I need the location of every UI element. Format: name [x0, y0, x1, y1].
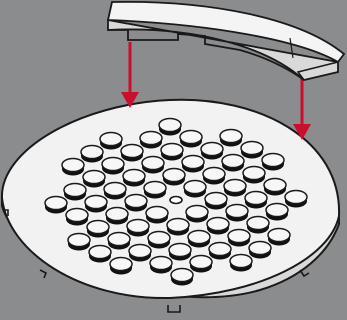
plate-stud	[171, 269, 193, 286]
plate-stud	[230, 255, 252, 272]
plate-stud	[285, 191, 307, 208]
plate-stud	[110, 258, 132, 275]
plate-stud	[64, 184, 86, 201]
plate-stud	[182, 156, 204, 173]
plate-stud	[226, 205, 248, 222]
plate-stud	[87, 221, 109, 238]
plate-stud	[106, 208, 128, 225]
plate-stud	[209, 243, 231, 260]
plate-stud	[241, 142, 263, 159]
plate-stud	[262, 154, 284, 171]
plate-stud	[207, 218, 229, 235]
plate-stud	[159, 119, 181, 136]
plate-stud	[249, 242, 271, 259]
plate-stud	[247, 217, 269, 234]
plate-stud	[150, 257, 172, 274]
plate-stud	[184, 181, 206, 198]
plate-stud	[144, 182, 166, 199]
plate-stud	[89, 246, 111, 263]
plate-stud	[121, 145, 143, 162]
plate-stud	[190, 256, 212, 273]
plate-stud	[180, 131, 202, 148]
plate-stud	[220, 130, 242, 147]
plate-stud	[62, 159, 84, 176]
plate-stud	[167, 219, 189, 236]
plate-stud	[205, 193, 227, 210]
plate-stud	[161, 144, 183, 161]
plate-stud	[186, 206, 208, 223]
plate-stud	[148, 232, 170, 249]
plate-stud	[163, 169, 185, 186]
plate-stud	[45, 197, 67, 214]
plate-stud	[222, 155, 244, 172]
plate-stud	[127, 220, 149, 237]
plate-stud	[140, 132, 162, 149]
plate-stud	[228, 230, 250, 247]
plate-stud	[108, 233, 130, 250]
plate-stud	[104, 183, 126, 200]
plate-stud	[102, 158, 124, 175]
plate-stud	[142, 157, 164, 174]
plate-stud	[68, 234, 90, 251]
plate-stud	[66, 209, 88, 226]
plate-stud	[123, 170, 145, 187]
plate-stud	[188, 231, 210, 248]
plate-stud	[146, 207, 168, 224]
plate-stud	[268, 229, 290, 246]
plate-stud	[100, 133, 122, 150]
plate-stud	[243, 167, 265, 184]
plate-stud	[169, 244, 191, 261]
plate-stud	[203, 168, 225, 185]
center-hole	[170, 197, 182, 204]
plate-stud	[81, 146, 103, 163]
plate-stud	[266, 204, 288, 221]
plate-stud	[245, 192, 267, 209]
plate-stud	[125, 195, 147, 212]
plate-stud	[83, 171, 105, 188]
plate-stud	[264, 179, 286, 196]
plate-stud	[129, 245, 151, 262]
plate-stud	[224, 180, 246, 197]
plate-stud	[201, 143, 223, 160]
plate-stud	[85, 196, 107, 213]
